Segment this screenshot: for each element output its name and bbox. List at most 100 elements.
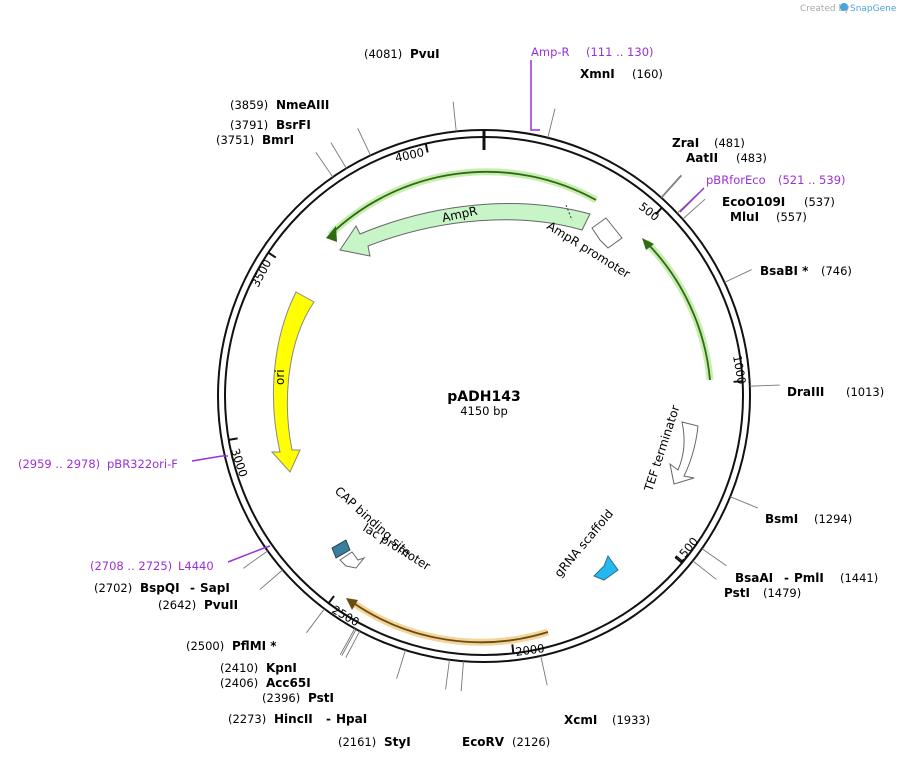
ori-arrow: [270, 291, 315, 473]
site-name-psti-2396: PstI: [308, 691, 334, 705]
site-connector-16: [445, 659, 450, 690]
site-pos-nmeaiii: (3859): [230, 98, 268, 112]
primer-range-pbr322ori-f: (2959 .. 2978): [18, 457, 100, 471]
snapgene-watermark: Created by SnapGene: [800, 3, 897, 14]
site-pos-bmri: (3751): [216, 133, 254, 147]
site-name-pmli: PmlI: [794, 571, 824, 585]
site-pos-mlui: (557): [776, 210, 807, 224]
tick-2500: [327, 595, 335, 604]
tick-3500: [267, 251, 277, 259]
site-pos-ecorv: (2126): [512, 735, 550, 749]
site-pos-hincii: (2273): [228, 712, 266, 726]
tick-label-1000: 1000: [730, 354, 749, 385]
site-name-kpni: KpnI: [266, 661, 297, 675]
primer-name-l4440: L4440: [178, 559, 214, 573]
tick-label-4000: 4000: [394, 145, 426, 165]
site-pos-bsaai: (1441): [840, 571, 878, 585]
site-name-hpai: HpaI: [336, 712, 367, 726]
tick-3000: [228, 437, 238, 441]
site-connector-8: [682, 198, 706, 220]
primer-range-amp-r: (111 .. 130): [586, 45, 654, 59]
site-name-nmeaiii: NmeAIII: [276, 98, 329, 112]
site-name-ecoo109i: EcoO109I: [722, 195, 785, 209]
site-name-acc65i: Acc65I: [266, 676, 311, 690]
site-name-mlui: MluI: [730, 210, 759, 224]
site-pos-bsmi: (1294): [814, 512, 852, 526]
tick-1500: [674, 556, 683, 564]
site-pos-psti-2396: (2396): [262, 691, 300, 705]
site-name-bsabi: BsaBI *: [760, 264, 809, 278]
site-pos-bspqi: (2702): [94, 581, 132, 595]
site-connector-0: [452, 101, 457, 132]
site-pos-pflmi: (2500): [186, 639, 224, 653]
site-name-draiii: DraIII: [787, 385, 824, 399]
site-connector-22: [259, 569, 283, 590]
site-connector-21: [306, 608, 325, 634]
site-name-psti-1479: PstI: [724, 586, 750, 600]
feature-label-ori: ori: [273, 369, 287, 385]
plasmid-size: 4150 bp: [460, 404, 508, 418]
site-pos-pvui: (4081): [364, 47, 402, 61]
tick-label-3500: 3500: [248, 257, 274, 289]
tef-terminator-arrow: [669, 421, 699, 485]
site-sep-bsaai: -: [784, 571, 789, 585]
primer-markers: [191, 60, 705, 563]
site-name-pflmi: PflMI *: [232, 639, 277, 653]
feature-label-ampr-promoter: AmpR promoter: [544, 219, 632, 281]
site-pos-kpni: (2410): [220, 661, 258, 675]
watermark-prefix: Created by: [800, 4, 850, 14]
tick-500: [654, 207, 663, 215]
site-pos-zrai: (481): [714, 136, 745, 150]
site-pos-styi: (2161): [338, 735, 376, 749]
site-name-zrai: ZraI: [672, 136, 699, 150]
site-pos-acc65i: (2406): [220, 676, 258, 690]
site-name-bsaai: BsaAI: [735, 571, 773, 585]
site-pos-pvuii: (2642): [158, 598, 196, 612]
site-connector-2: [357, 128, 371, 156]
site-name-aatii: AatII: [686, 151, 718, 165]
primer-marker-pbrforeco: [679, 187, 705, 213]
site-connector-20: [339, 628, 356, 655]
site-name-pvui: PvuI: [410, 47, 440, 61]
tick-label-1500: 1500: [672, 534, 702, 565]
site-connector-15: [460, 661, 464, 692]
primer-marker-pbr322ori-f: [191, 455, 228, 462]
tick-2000: [511, 644, 515, 654]
primer-labels: Amp-R (111 .. 130) pBRforEco (521 .. 539…: [18, 45, 846, 573]
site-connector-4: [315, 152, 334, 178]
site-name-sapi: SapI: [200, 581, 230, 595]
site-connector-6: [661, 175, 683, 199]
site-name-styi: StyI: [384, 735, 411, 749]
site-sep-bspqi: -: [190, 581, 195, 595]
primer-marker-l4440: [227, 545, 271, 563]
site-name-bmri: BmrI: [262, 133, 294, 147]
primer-name-pbrforeco: pBRforEco: [706, 173, 766, 187]
site-name-ecorv: EcoRV: [462, 735, 505, 749]
site-sep-hincii: -: [326, 712, 331, 726]
site-pos-xcmi: (1933): [612, 713, 650, 727]
site-connector-11: [730, 496, 759, 509]
site-pos-xmni: (160): [632, 67, 663, 81]
site-name-hincii: HincII: [274, 712, 313, 726]
primer-range-pbrforeco: (521 .. 539): [778, 173, 846, 187]
tick-4000: [424, 143, 429, 153]
tick-label-2000: 2000: [514, 641, 545, 659]
tick-marks: [228, 143, 743, 654]
site-connector-12: [701, 548, 727, 567]
site-pos-psti-1479: (1479): [763, 586, 801, 600]
site-connector-9: [724, 269, 752, 283]
tick-1000: [733, 380, 743, 383]
ampr-feature-arrow: [339, 203, 591, 257]
bottom-orf-line: [351, 601, 549, 644]
ampr-promoter-arrow: [591, 217, 623, 249]
grna-scaffold-arrow: [593, 554, 619, 581]
ampr-orf-line: [329, 170, 597, 236]
site-name-pvuii: PvuII: [204, 598, 238, 612]
site-pos-draiii: (1013): [846, 385, 884, 399]
site-connector-1: [547, 108, 556, 138]
site-connector-3: [330, 142, 347, 169]
primer-name-amp-r: Amp-R: [531, 45, 570, 59]
right-orf-arrowhead: [642, 238, 654, 250]
ampr-divider: [565, 204, 573, 221]
